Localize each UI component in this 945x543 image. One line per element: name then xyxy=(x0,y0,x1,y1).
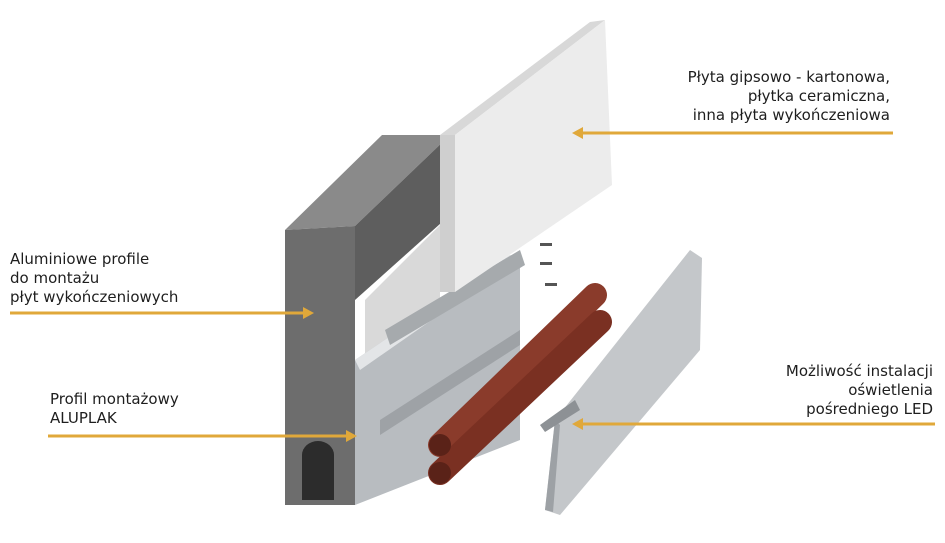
finishing-board-shape xyxy=(440,20,612,292)
label-line: ALUPLAK xyxy=(50,409,117,427)
label-line: Aluminiowe profile xyxy=(10,250,150,268)
label-line: pośredniego LED xyxy=(806,400,933,418)
pipes xyxy=(428,283,612,485)
label-line: płyt wykończeniowych xyxy=(10,288,179,306)
screws xyxy=(540,243,557,286)
label-led-option: Możliwość instalacji oświetlenia pośredn… xyxy=(786,362,933,419)
label-line: Profil montażowy xyxy=(50,390,179,408)
label-line: Płyta gipsowo - kartonowa, xyxy=(687,68,890,86)
mounting-profile-shape xyxy=(355,250,525,505)
label-line: oświetlenia xyxy=(848,381,933,399)
label-mounting-profile: Profil montażowy ALUPLAK xyxy=(50,390,179,428)
label-line: płytka ceramiczna, xyxy=(747,87,890,105)
callout-arrows xyxy=(10,127,935,442)
label-line: inna płyta wykończeniowa xyxy=(692,106,890,124)
led-profile-shape xyxy=(540,250,702,515)
label-line: Możliwość instalacji xyxy=(785,362,933,380)
label-aluminium-profiles: Aluminiowe profile do montażu płyt wykoń… xyxy=(10,250,178,307)
label-line: do montażu xyxy=(10,269,100,287)
label-finishing-board: Płyta gipsowo - kartonowa, płytka cerami… xyxy=(688,68,890,125)
